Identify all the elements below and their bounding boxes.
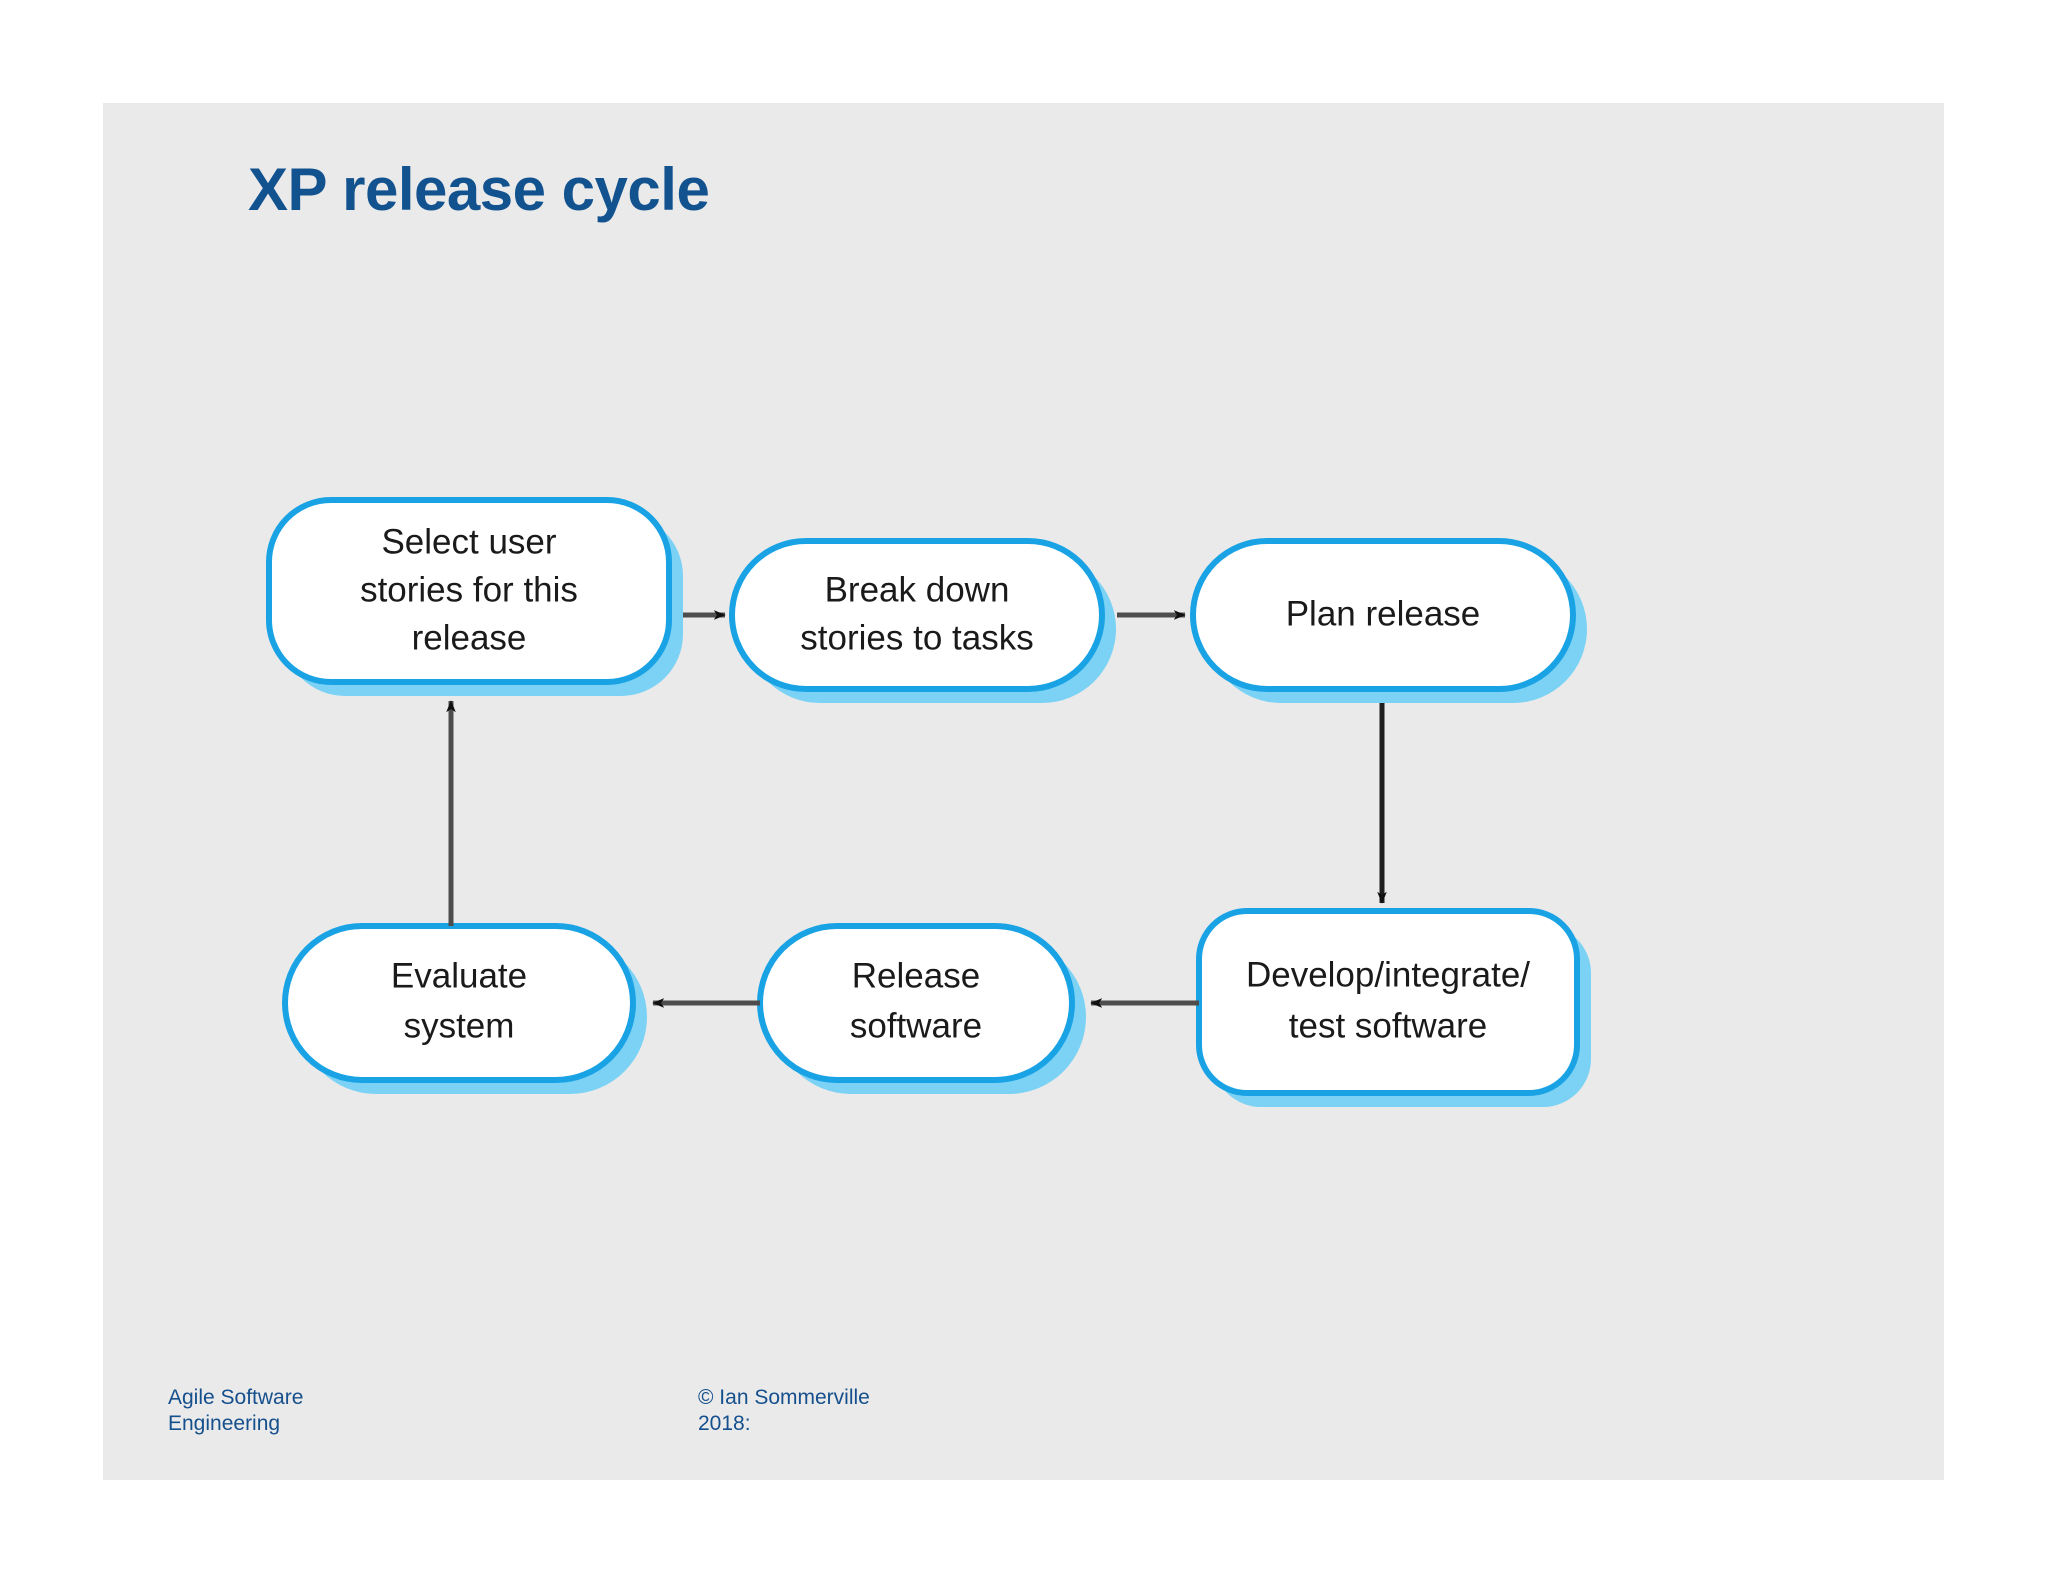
node-label-line: Develop/integrate/ [1246, 955, 1530, 994]
node-label-line: stories for this [360, 570, 578, 609]
node-plan-release[interactable]: Plan release [1190, 538, 1587, 703]
node-body [1196, 908, 1580, 1096]
node-evaluate-system[interactable]: Evaluate system [282, 923, 647, 1094]
node-label-line: test software [1289, 1006, 1487, 1045]
xp-release-cycle-diagram: Select user stories for this release Bre… [266, 497, 1591, 1107]
node-label-line: Plan release [1286, 594, 1481, 633]
node-label-line: Evaluate [391, 956, 527, 995]
node-break-down-stories[interactable]: Break down stories to tasks [729, 538, 1116, 703]
node-label-line: Release [852, 956, 980, 995]
node-release-software[interactable]: Release software [757, 923, 1086, 1094]
footer-left-text: Agile Software Engineering [168, 1386, 304, 1436]
node-body [757, 923, 1075, 1083]
node-label-line: release [412, 618, 527, 657]
node-label-line: stories to tasks [800, 618, 1033, 657]
page-title: XP release cycle [248, 156, 710, 223]
footer-right-text: © Ian Sommerville 2018: [698, 1386, 870, 1436]
node-body [729, 538, 1105, 692]
node-label-line: software [850, 1006, 982, 1045]
node-develop-integrate-test[interactable]: Develop/integrate/ test software [1196, 908, 1591, 1107]
node-label-line: Select user [381, 522, 556, 561]
node-label-line: Break down [825, 570, 1010, 609]
node-body [266, 497, 672, 685]
node-label-line: system [404, 1006, 515, 1045]
node-body [282, 923, 636, 1083]
node-select-user-stories[interactable]: Select user stories for this release [266, 497, 683, 696]
node-body [1190, 538, 1576, 692]
slide-canvas: XP release cycle Select user stories for… [103, 103, 1944, 1480]
